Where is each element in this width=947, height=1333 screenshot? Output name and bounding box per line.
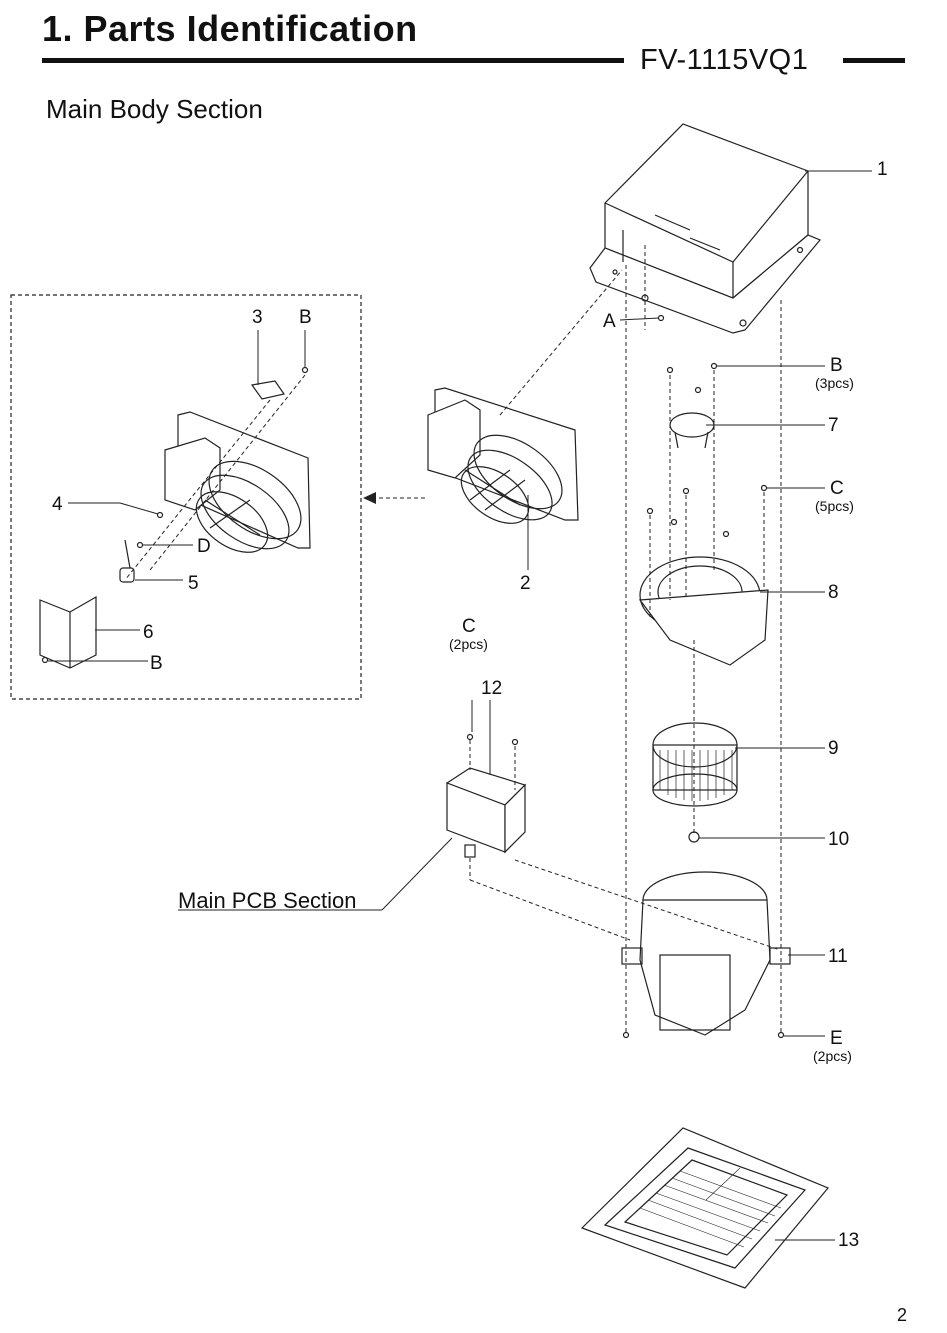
pcb-box-drawing — [445, 767, 527, 858]
model-number: FV-1115VQ1 — [640, 44, 809, 76]
arrow-to-detail — [363, 492, 376, 504]
fan-wheel-drawing — [652, 722, 738, 807]
callout-10: 10 — [828, 829, 849, 850]
header-rule-right — [843, 58, 905, 63]
assembly-guide-lines — [124, 245, 782, 1035]
screws — [41, 314, 785, 1039]
callout-a: A — [603, 311, 616, 332]
callout-e-qty: (2pcs) — [813, 1048, 852, 1064]
callout-c-pcb-qty: (2pcs) — [449, 636, 488, 652]
callout-3: 3 — [252, 307, 263, 328]
callout-b-detail-bottom: B — [150, 653, 163, 674]
motor-housing-drawing — [621, 871, 791, 1036]
leader-lines — [48, 170, 872, 1241]
section-title: Main Body Section — [46, 94, 263, 124]
callout-c-main: C — [830, 478, 844, 499]
housing-box-drawing — [589, 123, 821, 334]
duct-adapter-drawing — [427, 387, 579, 524]
page-title: 1. Parts Identification — [42, 8, 418, 49]
grille-drawing — [580, 1127, 829, 1289]
header-rule-left — [42, 58, 624, 63]
callout-6: 6 — [143, 622, 154, 643]
callout-12: 12 — [481, 678, 502, 699]
detail-adapter-drawing — [164, 411, 311, 553]
page-number: 2 — [897, 1305, 908, 1325]
callout-8: 8 — [828, 582, 839, 603]
callout-9: 9 — [828, 738, 839, 759]
callout-b-main-qty: (3pcs) — [815, 375, 854, 391]
callout-7: 7 — [828, 415, 839, 436]
callout-c-pcb: C — [462, 616, 476, 637]
pcb-section-label: Main PCB Section — [178, 888, 357, 913]
nut-drawing — [688, 831, 700, 843]
callout-b-main: B — [830, 355, 843, 376]
switch-drawing — [119, 567, 135, 583]
detail-box-border — [10, 294, 362, 700]
callout-c-main-qty: (5pcs) — [815, 498, 854, 514]
cover-plate-drawing — [39, 595, 97, 669]
fan-casing-drawing — [638, 556, 769, 666]
callout-4: 4 — [52, 494, 63, 515]
callout-b-detail-top: B — [299, 307, 312, 328]
callout-e: E — [830, 1028, 843, 1049]
callout-2: 2 — [520, 573, 531, 594]
callout-d: D — [197, 536, 211, 557]
callout-13: 13 — [838, 1230, 859, 1251]
callout-11: 11 — [828, 946, 848, 967]
callout-5: 5 — [188, 573, 199, 594]
callout-1: 1 — [877, 159, 888, 180]
connector-drawing — [250, 380, 285, 400]
motor-bracket-drawing — [669, 412, 715, 449]
